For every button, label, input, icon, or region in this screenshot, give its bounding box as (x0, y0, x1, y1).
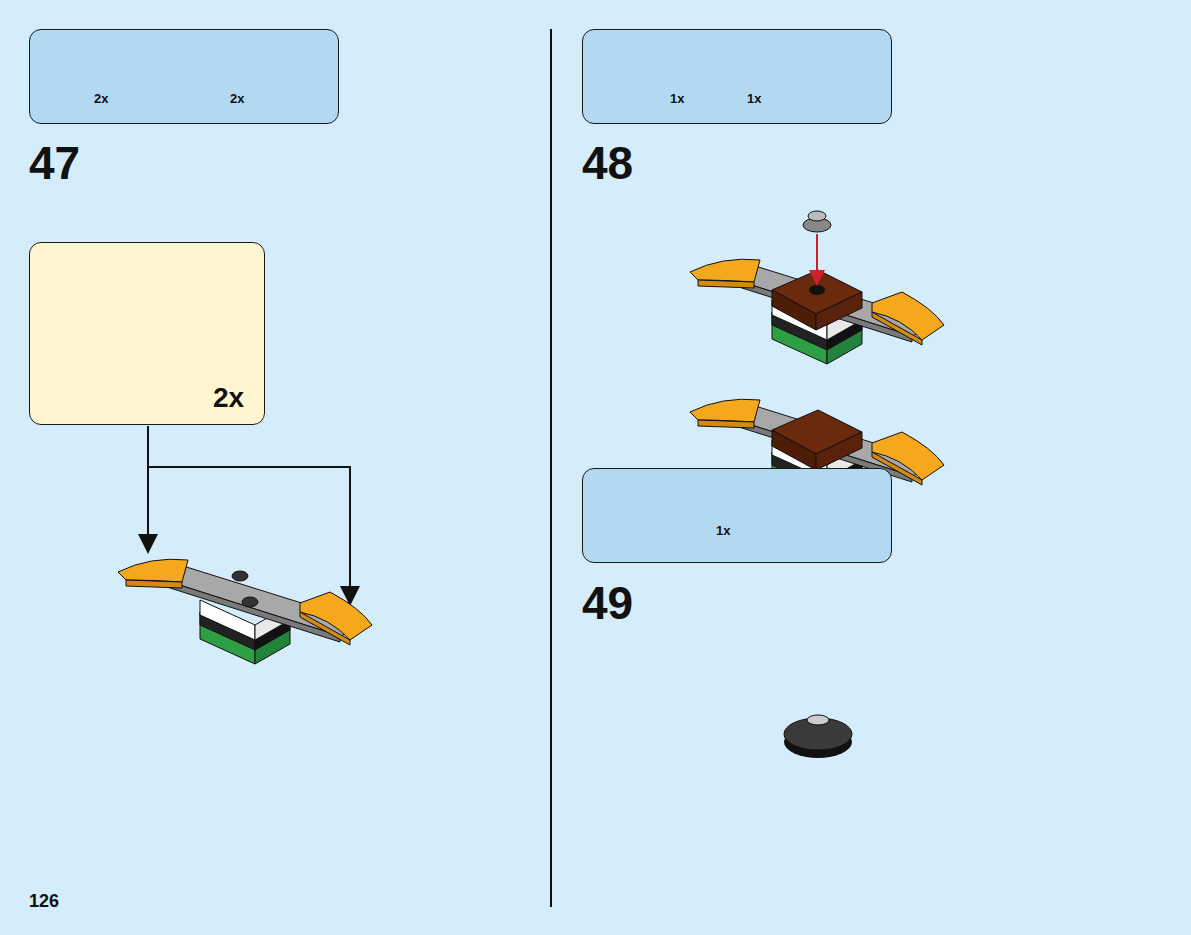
page-number: 126 (29, 892, 59, 910)
step-number: 48 (582, 140, 633, 186)
parts-box: 2x 2x (29, 29, 339, 124)
quantity-label: 2x (213, 384, 244, 412)
callout-box: 2x (29, 242, 265, 425)
parts-box: 1x (582, 468, 892, 563)
quantity-label: 1x (670, 92, 684, 105)
parts-box: 1x 1x (582, 29, 892, 124)
step-number: 49 (582, 580, 633, 626)
quantity-label: 2x (94, 92, 108, 105)
step-number: 47 (29, 140, 80, 186)
quantity-label: 2x (230, 92, 244, 105)
quantity-label: 1x (747, 92, 761, 105)
quantity-label: 1x (716, 524, 730, 537)
